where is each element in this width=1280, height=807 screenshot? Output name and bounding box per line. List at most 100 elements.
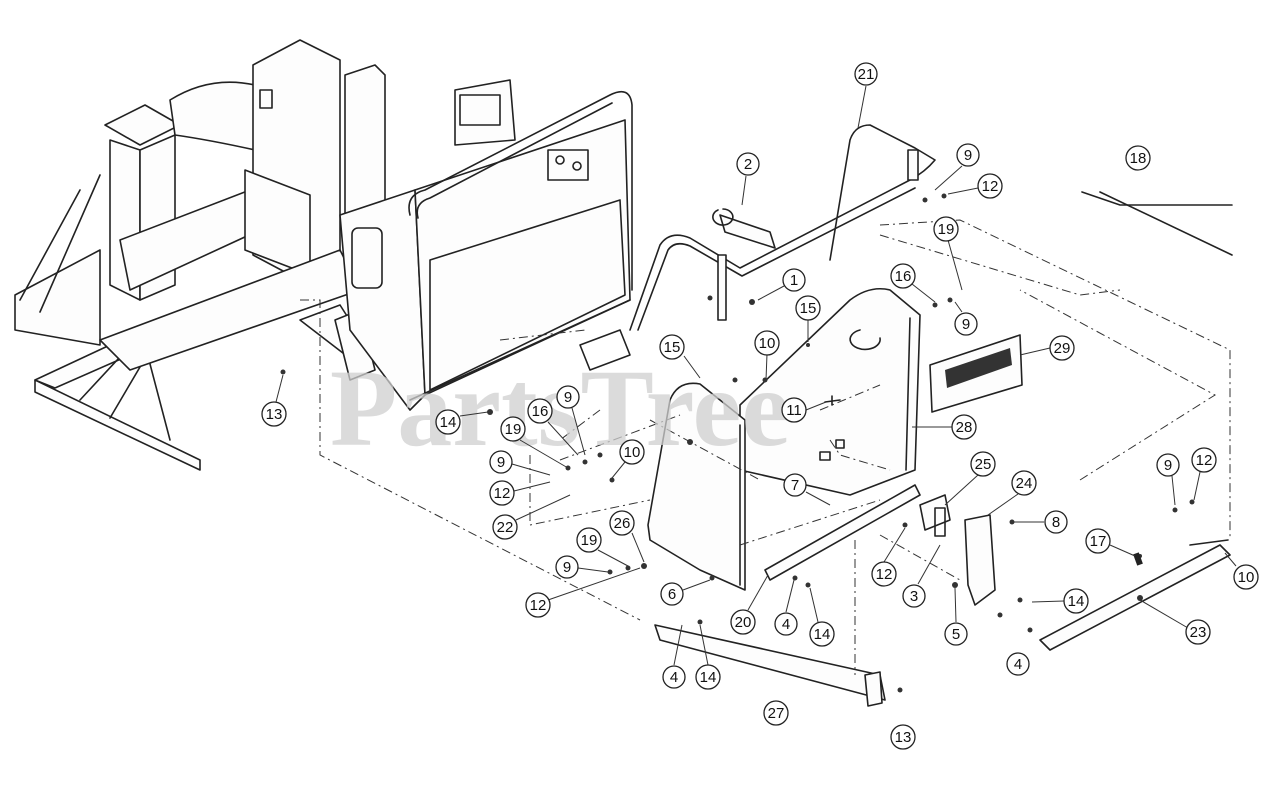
warning-decal [929, 334, 1023, 413]
callout-label: 16 [895, 268, 912, 285]
callout-21: 21 [854, 62, 878, 129]
callout-label: 5 [952, 626, 960, 643]
callout-label: 14 [1068, 593, 1085, 610]
callout-label: 28 [956, 419, 973, 436]
callouts: 21 2 9 12 18 19 1 16 9 15 29 15 10 13 14… [261, 62, 1259, 750]
callout-10: 10 [611, 439, 645, 479]
callout-label: 15 [664, 339, 681, 356]
callout-label: 13 [895, 729, 912, 746]
callout-4: 4 [1006, 652, 1030, 676]
callout-label: 23 [1190, 624, 1207, 641]
callout-label: 20 [735, 614, 752, 631]
callout-16: 16 [527, 398, 579, 456]
callout-label: 6 [668, 586, 676, 603]
callout-label: 9 [563, 559, 571, 576]
callout-label: 9 [964, 147, 972, 164]
callout-23: 23 [1139, 599, 1211, 645]
callout-label: 11 [786, 402, 802, 419]
side-panel [739, 287, 921, 496]
callout-25: 25 [944, 451, 996, 506]
callout-label: 12 [982, 178, 999, 195]
callout-24: 24 [987, 470, 1037, 516]
front-panel [647, 382, 746, 591]
callout-28: 28 [912, 414, 977, 440]
callout-19: 19 [500, 416, 569, 469]
callout-9: 9 [934, 143, 980, 191]
callout-2: 2 [736, 152, 760, 206]
callout-29: 29 [1019, 335, 1075, 361]
callout-17: 17 [1085, 528, 1136, 557]
callout-9: 9 [954, 301, 978, 336]
callout-6: 6 [660, 579, 711, 606]
callout-label: 25 [975, 456, 992, 473]
callout-22: 22 [492, 494, 571, 540]
callout-14: 14 [695, 624, 721, 690]
callout-12: 12 [1191, 447, 1217, 501]
callout-12: 12 [871, 527, 906, 587]
callout-label: 10 [759, 335, 776, 352]
callout-label: 16 [532, 403, 549, 420]
callout-5: 5 [944, 587, 968, 646]
callout-4: 4 [774, 579, 798, 636]
callout-label: 12 [876, 566, 893, 583]
callout-label: 3 [910, 588, 918, 605]
callout-label: 1 [790, 272, 798, 289]
callout-11: 11 [781, 397, 827, 423]
callout-9: 9 [555, 555, 609, 579]
callout-15: 15 [795, 295, 821, 342]
callout-label: 12 [530, 597, 547, 614]
callout-label: 29 [1054, 340, 1071, 357]
callout-13: 13 [890, 724, 916, 750]
callout-9: 9 [489, 450, 551, 476]
lower-frame-bars [654, 484, 1231, 707]
hardware-fasteners [280, 193, 1195, 693]
callout-13: 13 [261, 374, 287, 427]
callout-label: 12 [1196, 452, 1213, 469]
handle-bar [579, 124, 936, 371]
callout-label: 14 [700, 669, 717, 686]
callout-9: 9 [1156, 453, 1180, 506]
callout-label: 9 [1164, 457, 1172, 474]
callout-label: 26 [614, 515, 631, 532]
callout-label: 17 [1090, 533, 1107, 550]
callout-14: 14 [809, 587, 835, 647]
chipper-machine-body [14, 39, 516, 471]
callout-label: 21 [858, 66, 875, 83]
callout-26: 26 [609, 510, 645, 563]
callout-19: 19 [933, 216, 963, 291]
callout-15: 15 [659, 334, 701, 379]
callout-label: 4 [782, 616, 790, 633]
assembly-lines [300, 219, 1231, 675]
callout-7: 7 [783, 473, 831, 506]
callout-14: 14 [1031, 588, 1089, 614]
callout-10: 10 [754, 330, 780, 381]
callout-label: 27 [768, 705, 785, 722]
callout-18: 18 [1125, 145, 1151, 171]
callout-label: 13 [266, 406, 283, 423]
callout-label: 19 [505, 421, 522, 438]
callout-label: 24 [1016, 475, 1033, 492]
callout-12: 12 [947, 173, 1003, 199]
callout-3: 3 [902, 544, 941, 608]
callout-label: 2 [744, 156, 752, 173]
callout-label: 12 [494, 485, 511, 502]
callout-9: 9 [556, 385, 586, 456]
callout-label: 4 [670, 669, 678, 686]
hex-key [1081, 191, 1233, 256]
callout-19: 19 [576, 527, 629, 567]
callout-label: 18 [1130, 150, 1147, 167]
callout-16: 16 [890, 263, 936, 303]
callout-label: 9 [564, 389, 572, 406]
callout-label: 19 [938, 221, 955, 238]
callout-label: 19 [581, 532, 598, 549]
callout-label: 15 [800, 300, 817, 317]
callout-8: 8 [1012, 510, 1068, 534]
callout-4: 4 [662, 624, 686, 689]
callout-12: 12 [525, 567, 641, 618]
callout-label: 22 [497, 519, 514, 536]
callout-label: 14 [814, 626, 831, 643]
callout-label: 9 [962, 316, 970, 333]
callout-label: 9 [497, 454, 505, 471]
callout-27: 27 [763, 700, 789, 726]
